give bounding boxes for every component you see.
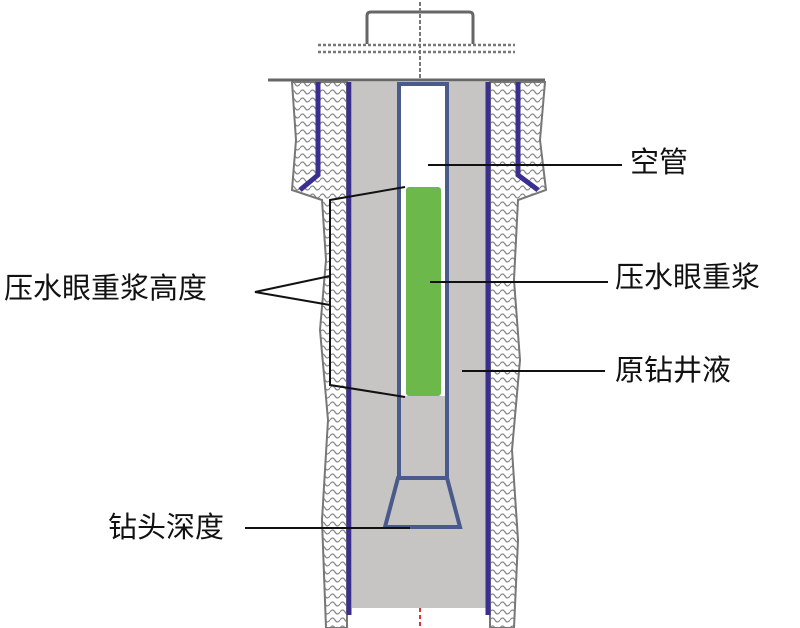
drill-bit: [382, 476, 463, 529]
label-heavy-mud: 压水眼重浆: [615, 260, 761, 294]
heavy-mud-column: [406, 187, 441, 396]
label-bit-depth: 钻头深度: [108, 510, 225, 544]
label-heavy-mud-height: 压水眼重浆高度: [4, 271, 208, 305]
label-empty-pipe: 空管: [630, 145, 689, 179]
casing: [298, 82, 540, 615]
pipe-lower-fluid: [401, 396, 445, 476]
wellhead-cap: [318, 2, 515, 80]
leader-lines: [245, 164, 622, 529]
label-original-drilling-fluid: 原钻井液: [615, 353, 732, 387]
